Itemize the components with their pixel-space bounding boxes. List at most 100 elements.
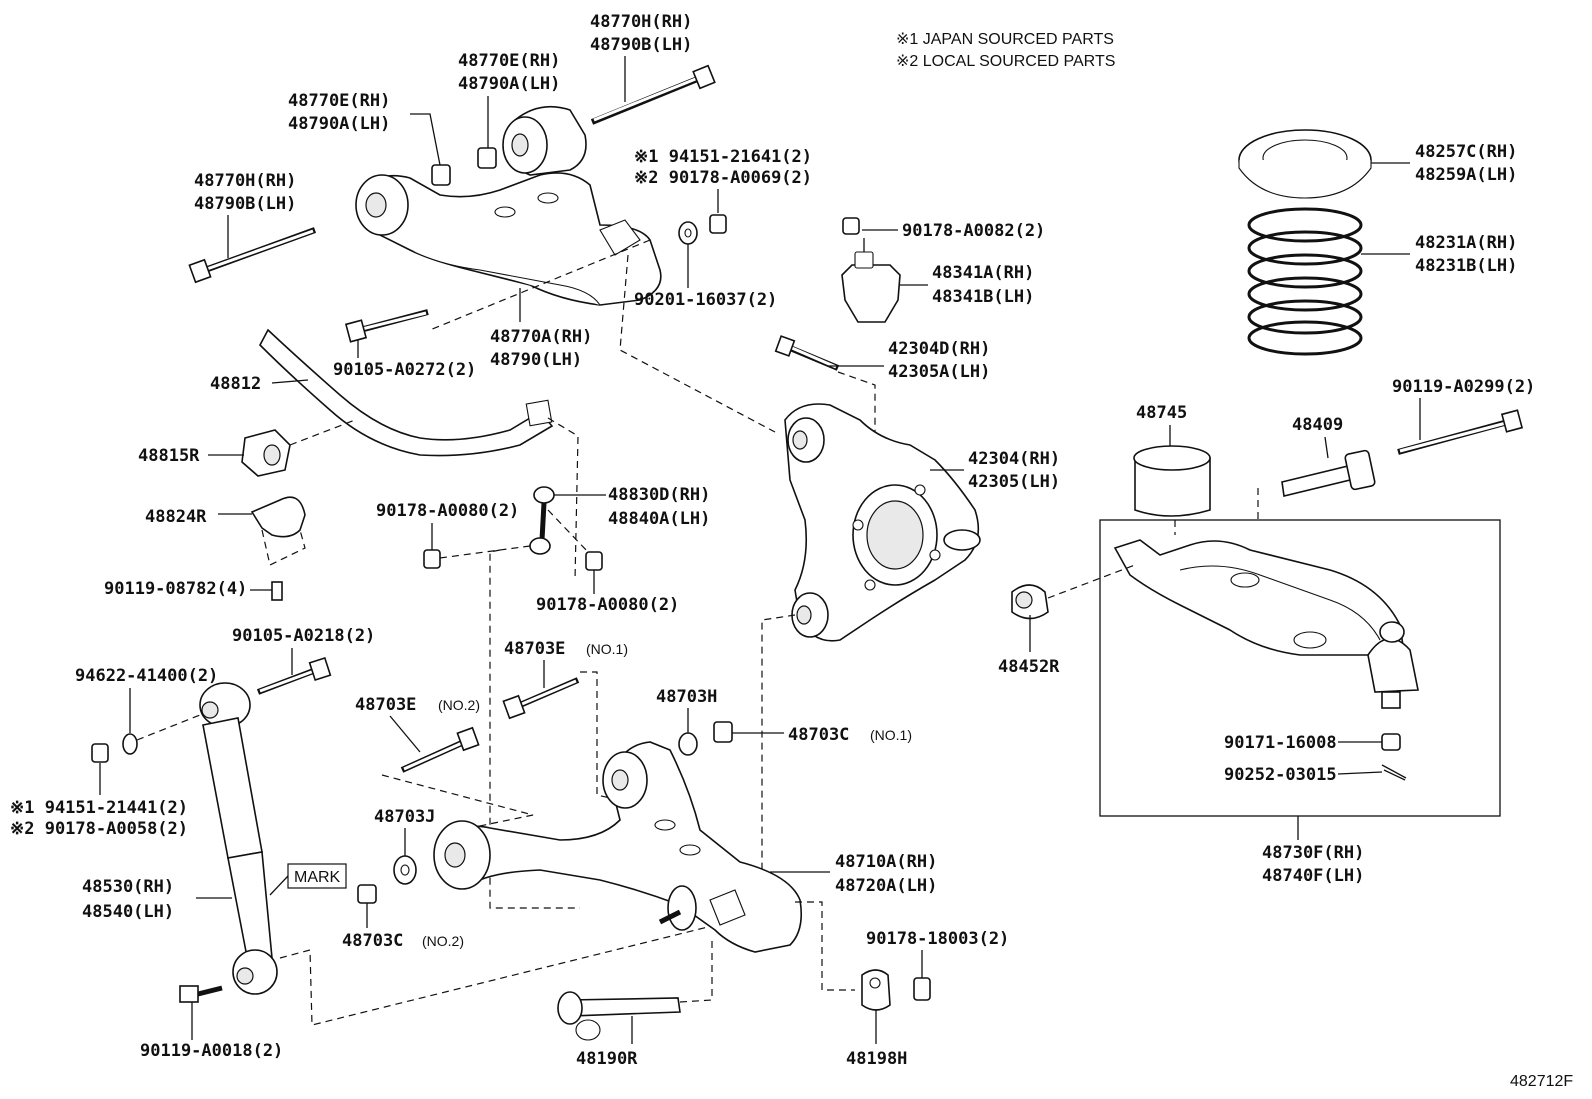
label-48840A-lh: 48840A(LH) (608, 509, 710, 529)
lower-arm-assembly-box (1099, 519, 1501, 817)
washer-icon (678, 221, 698, 245)
label-90178-A0058: ※2 90178-A0058(2) (10, 819, 188, 839)
assembly-line (261, 529, 306, 566)
leader-line (1337, 771, 1383, 775)
label-48341B-lh: 48341B(LH) (932, 287, 1034, 307)
label-94151-21441: ※1 94151-21441(2) (10, 798, 188, 818)
knuckle-icon (784, 403, 981, 642)
lower-arm-icon (1113, 539, 1419, 709)
label-48703C-no2: 48703C (342, 931, 403, 951)
washer-icon (122, 733, 138, 755)
label-42305-lh: 42305(LH) (968, 472, 1060, 492)
assembly-line (837, 371, 876, 470)
stabilizer-bar-icon (259, 328, 554, 457)
label-48745: 48745 (1136, 403, 1187, 423)
spring-seat-icon (1238, 129, 1372, 199)
label-48259A-lh: 48259A(LH) (1415, 165, 1517, 185)
assembly-line (547, 509, 589, 553)
bound-stopper-icon (841, 238, 901, 323)
label-90178-A0080-a: 90178-A0080(2) (376, 501, 519, 521)
washer-icon (678, 732, 698, 756)
label-48703E-no2-sub: (NO.2) (438, 697, 480, 713)
label-90105-A0272: 90105-A0272(2) (333, 360, 476, 380)
label-90178-A0069: ※2 90178-A0069(2) (634, 168, 812, 188)
label-48452R: 48452R (998, 657, 1060, 677)
bolt-icon (188, 64, 716, 343)
bolt-icon (271, 581, 283, 601)
assembly-line (1047, 564, 1136, 599)
label-48730F-rh: 48730F(RH) (1262, 843, 1364, 863)
leader-line (269, 875, 289, 896)
label-48770A-rh: 48770A(RH) (490, 327, 592, 347)
bound-stopper-icon (1011, 584, 1049, 620)
bushing-icon (1133, 445, 1211, 517)
label-48540-lh: 48540(LH) (82, 902, 174, 922)
label-48703C-no1: 48703C (788, 725, 849, 745)
label-48703J: 48703J (374, 807, 435, 827)
label-48720A-lh: 48720A(LH) (835, 876, 937, 896)
leader-line (271, 379, 309, 384)
label-48703C-no1-sub: (NO.1) (870, 727, 912, 743)
nut-icon (423, 549, 603, 571)
assembly-line (429, 239, 651, 331)
nut-icon (913, 977, 931, 1001)
label-48790-lh: 48790(LH) (490, 350, 582, 370)
leader-line (1324, 436, 1329, 459)
label-90119-A0018: 90119-A0018(2) (140, 1041, 283, 1061)
nut-icon (357, 884, 377, 904)
assembly-line (580, 671, 611, 799)
nut-icon (1381, 733, 1401, 751)
lower-arm-icon (433, 741, 803, 953)
label-48790A-lh-mid: 48790A(LH) (458, 74, 560, 94)
bolt-icon (1281, 409, 1524, 497)
assembly-line (381, 774, 534, 829)
label-90178-18003: 90178-18003(2) (866, 929, 1009, 949)
label-48257C-rh: 48257C(RH) (1415, 142, 1517, 162)
figure-number: 482712F (1510, 1073, 1573, 1090)
assembly-line (795, 901, 855, 991)
label-48703C-no2-sub: (NO.2) (422, 933, 464, 949)
label-48703E-no2: 48703E (355, 695, 416, 715)
label-48790B-lh-top: 48790B(LH) (590, 35, 692, 55)
bolt-icon (179, 985, 223, 1003)
label-48740F-lh: 48740F(LH) (1262, 866, 1364, 886)
note-japan-sourced: ※1 JAPAN SOURCED PARTS (896, 31, 1114, 48)
label-48770E-rh-mid: 48770E(RH) (458, 51, 560, 71)
label-90178-A0080-b: 90178-A0080(2) (536, 595, 679, 615)
label-94151-21641: ※1 94151-21641(2) (634, 147, 812, 167)
label-90119-08782: 90119-08782(4) (104, 579, 247, 599)
leader-line (389, 715, 421, 753)
label-42305A-lh: 42305A(LH) (888, 362, 990, 382)
label-48812: 48812 (210, 374, 261, 394)
nut-icon (431, 147, 860, 235)
label-48703E-no1: 48703E (504, 639, 565, 659)
label-42304-rh: 42304(RH) (968, 449, 1060, 469)
assembly-line (279, 924, 717, 1026)
upper-arm-icon (355, 105, 662, 306)
label-48770E-rh-left: 48770E(RH) (288, 91, 390, 111)
coil-spring-icon (1247, 207, 1363, 356)
note-local-sourced: ※2 LOCAL SOURCED PARTS (896, 53, 1115, 70)
label-90105-A0218: 90105-A0218(2) (232, 626, 375, 646)
assembly-line (679, 940, 713, 1003)
bracket-icon (250, 496, 306, 538)
label-90201-16037: 90201-16037(2) (634, 290, 777, 310)
bolt-icon (557, 991, 681, 1041)
cam-plate-icon (861, 969, 891, 1011)
label-48341A-rh: 48341A(RH) (932, 263, 1034, 283)
washer-icon (393, 855, 417, 885)
assembly-line (759, 614, 796, 909)
cotter-pin-icon (1381, 764, 1407, 781)
stabilizer-link-icon (529, 486, 555, 555)
bushing-icon (241, 429, 291, 477)
label-48815R: 48815R (138, 446, 200, 466)
bolt-icon (774, 335, 840, 371)
leader-line (410, 113, 441, 166)
nut-icon (91, 743, 109, 763)
nut-icon (713, 721, 733, 743)
label-90119-A0299: 90119-A0299(2) (1392, 377, 1535, 397)
bolt-icon (256, 656, 332, 695)
assembly-line (136, 714, 201, 741)
label-90252-03015: 90252-03015 (1224, 765, 1337, 785)
label-90178-A0082: 90178-A0082(2) (902, 221, 1045, 241)
